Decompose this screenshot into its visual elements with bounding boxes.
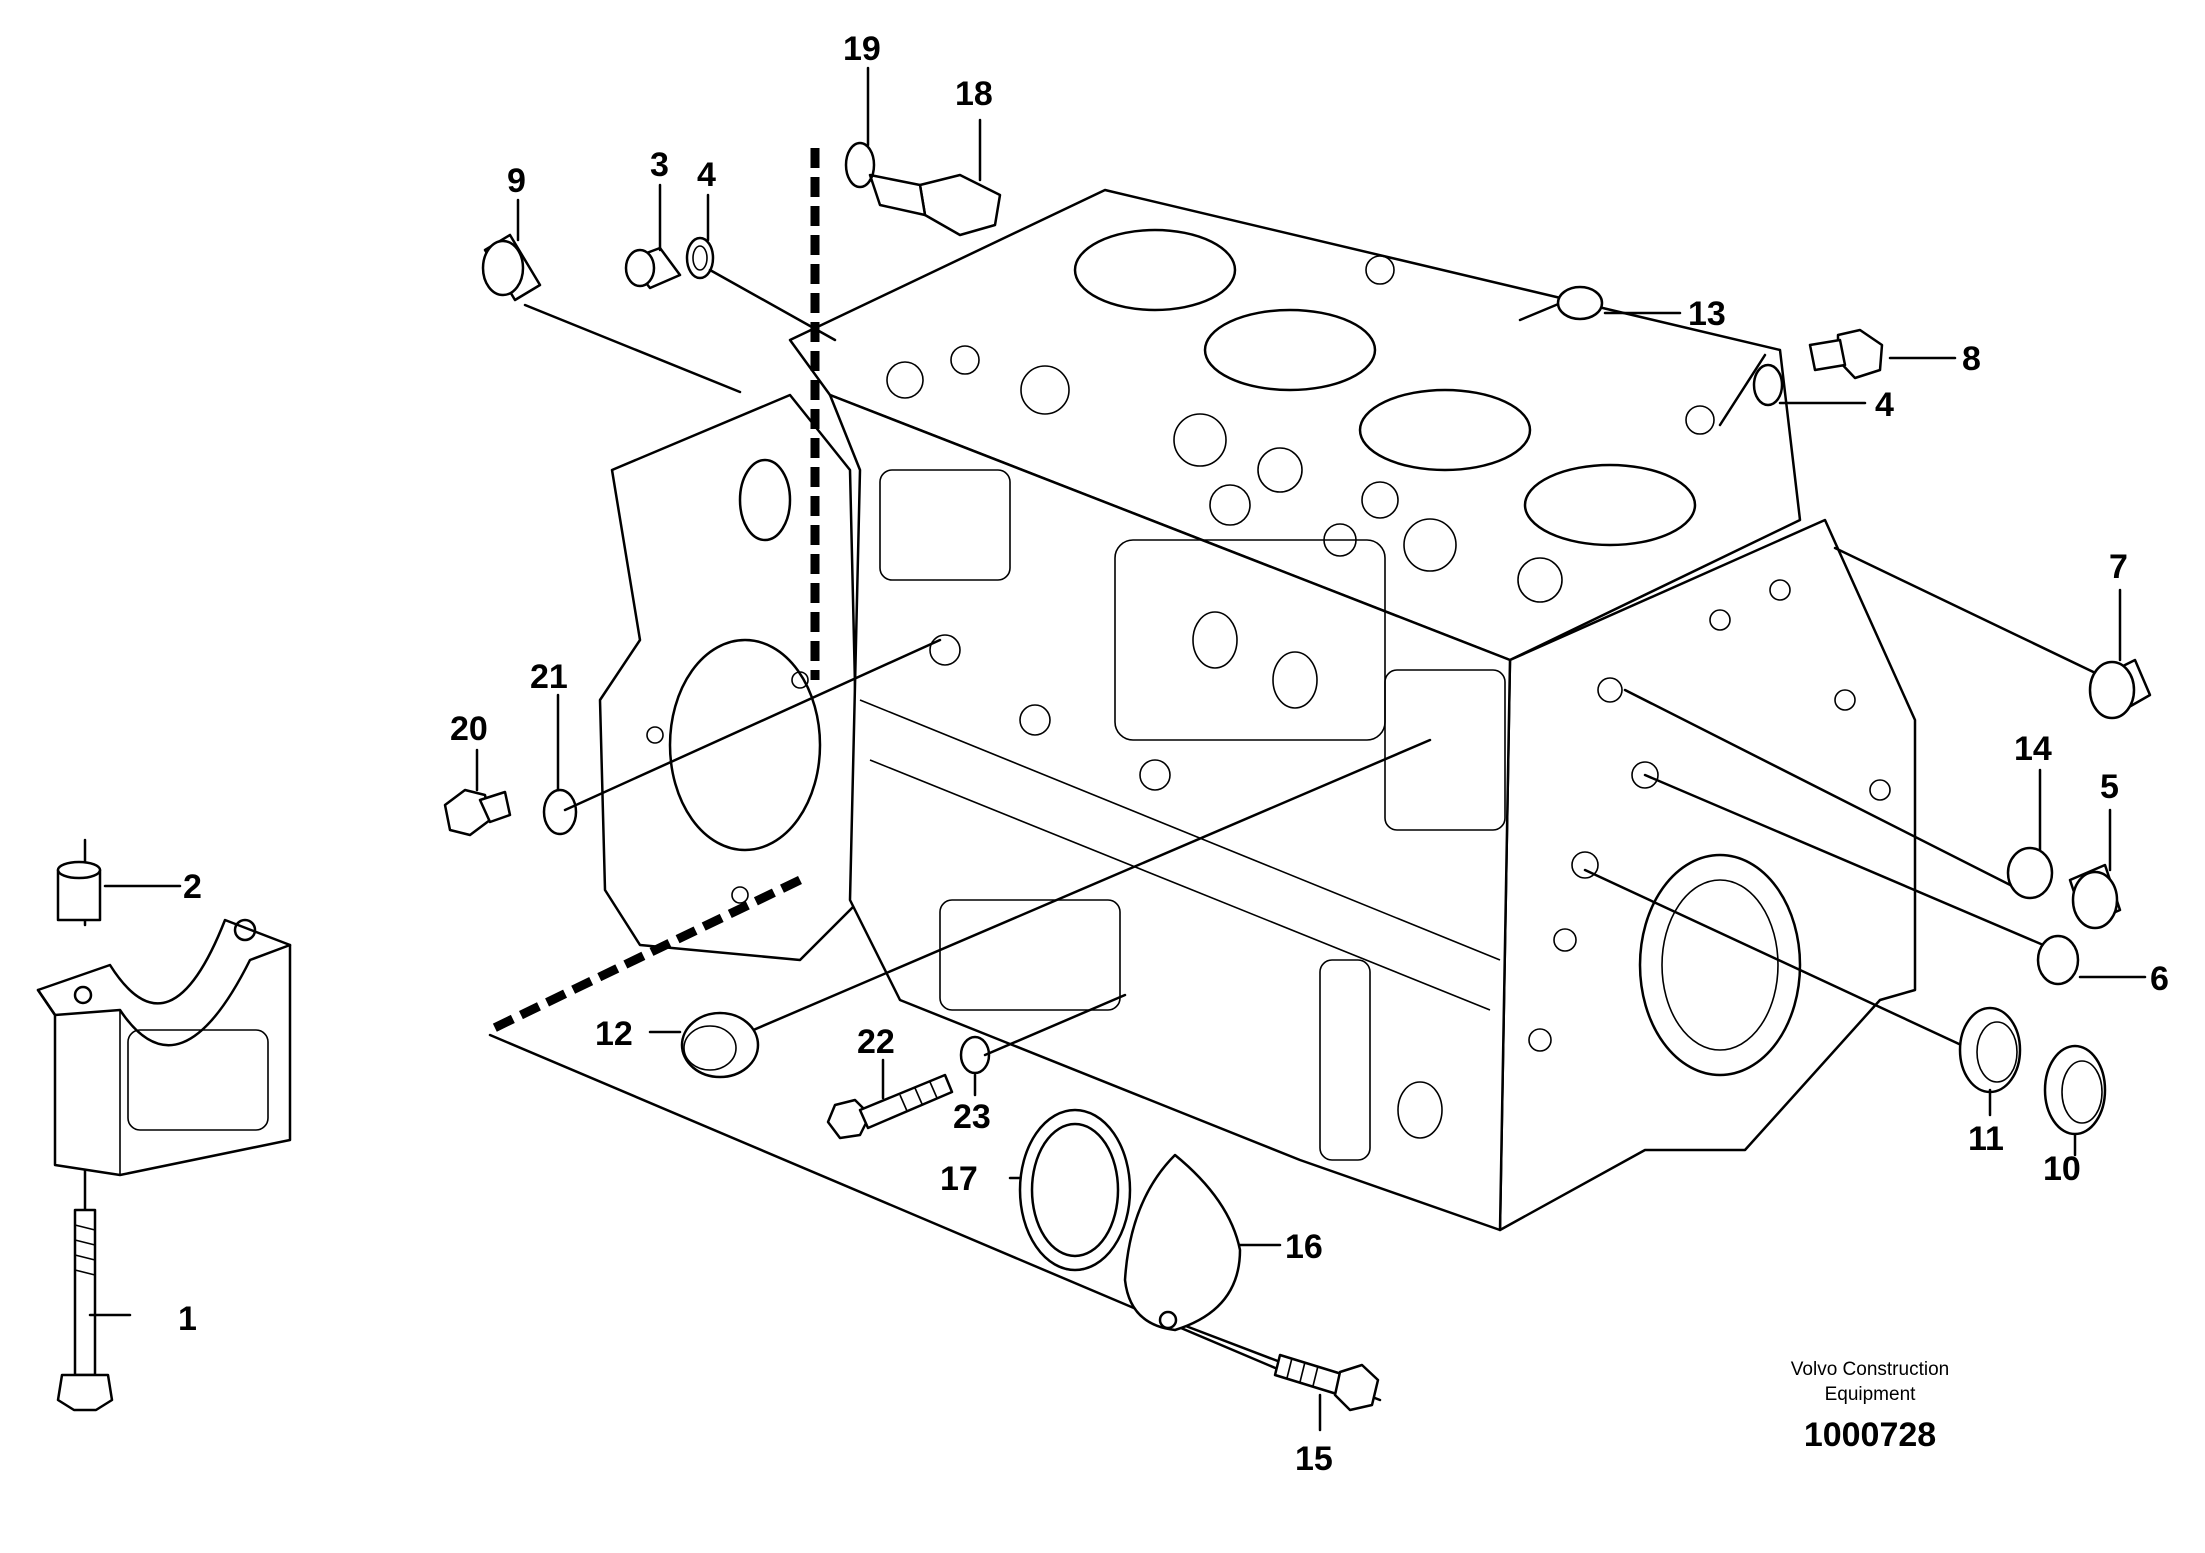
callout-11: 11 (1968, 1120, 2004, 1158)
washer-part-4b (1752, 363, 1784, 407)
plug-part-6 (2036, 934, 2080, 986)
dashed-leader-lines (488, 148, 820, 1035)
seal-part-12 (680, 1011, 760, 1079)
gasket-part-17 (1018, 1108, 1132, 1272)
bolt-part-22 (826, 1073, 954, 1140)
brand-line-2: Equipment (1825, 1384, 1917, 1405)
side-face (828, 393, 1512, 1232)
callout-7: 7 (2109, 548, 2128, 586)
cylinder-bore-4 (1523, 463, 1697, 547)
callout-4b: 4 (1875, 386, 1894, 424)
callout-8: 8 (1962, 340, 1981, 378)
cylinder-bore-3 (1358, 388, 1532, 472)
callout-18: 18 (955, 75, 993, 113)
bolt-part-1 (56, 1208, 114, 1412)
callout-2: 2 (183, 868, 202, 906)
callout-10: 10 (2043, 1150, 2081, 1188)
washer-part-4a (685, 236, 715, 280)
callout-1: 1 (178, 1300, 197, 1338)
cylinder-bore-2 (1203, 308, 1377, 392)
plug-part-3 (624, 246, 682, 290)
plug-part-9 (481, 233, 542, 302)
flange-hole (738, 458, 792, 542)
side-face-details (859, 469, 1506, 1161)
bolt-part-18 (868, 173, 1002, 237)
footer: Volvo Construction Equipment 1000728 (1791, 1359, 1949, 1454)
cylinder-bore-1 (1073, 228, 1237, 312)
flywheel-bore (668, 638, 822, 852)
callout-12: 12 (595, 1015, 633, 1053)
callout-20: 20 (450, 710, 488, 748)
plug-part-13 (1556, 285, 1604, 321)
callout-22: 22 (857, 1023, 895, 1061)
washer-part-19 (844, 141, 876, 189)
callout-23: 23 (953, 1098, 991, 1136)
seal-part-10 (2043, 1044, 2107, 1136)
drawing-number: 1000728 (1804, 1416, 1936, 1454)
washer-part-23 (959, 1035, 991, 1075)
callout-6: 6 (2150, 960, 2169, 998)
crankshaft-bore (1638, 853, 1802, 1077)
plug-part-5 (2068, 863, 2122, 930)
callout-19: 19 (843, 30, 881, 68)
callout-ticks (88, 66, 2147, 1432)
cover-part-16 (1123, 1153, 1242, 1332)
callout-21: 21 (530, 658, 568, 696)
brand-line-1: Volvo Construction (1791, 1359, 1949, 1380)
sleeve-part-2 (56, 860, 102, 922)
callout-15: 15 (1295, 1440, 1333, 1478)
plug-part-7 (2088, 658, 2152, 720)
bolt-part-20 (443, 788, 512, 837)
callout-17: 17 (940, 1160, 978, 1198)
callout-labels: 1 2 3 4 4 5 6 7 8 9 10 11 12 13 14 15 16… (178, 30, 2169, 1478)
front-face (1498, 518, 1917, 1232)
cap-part-14 (2006, 846, 2054, 900)
callout-9: 9 (507, 162, 526, 200)
washer-part-21 (542, 788, 578, 836)
bearing-cap (36, 918, 292, 1177)
engine-block (598, 188, 1917, 1232)
callout-4a: 4 (697, 156, 716, 194)
seal-part-11 (1958, 1006, 2022, 1094)
front-face-holes (1528, 579, 1891, 1052)
bolt-part-8 (1808, 328, 1884, 380)
callout-3: 3 (650, 146, 669, 184)
callout-16: 16 (1285, 1228, 1323, 1266)
callout-14: 14 (2014, 730, 2052, 768)
callout-5: 5 (2100, 768, 2119, 806)
callout-13: 13 (1688, 295, 1726, 333)
rear-flange (598, 393, 862, 962)
bolt-part-15 (1273, 1353, 1380, 1412)
